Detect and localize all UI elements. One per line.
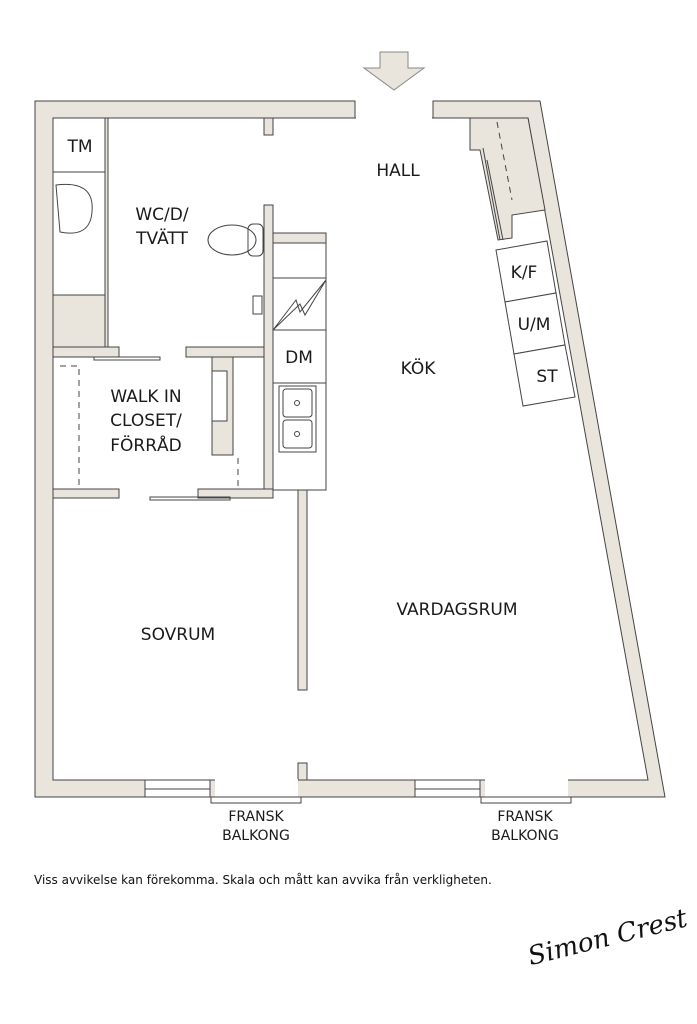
sliding-door — [93, 356, 161, 361]
kitchen-sink-icon — [278, 385, 317, 453]
wall — [185, 346, 266, 358]
balcony-opening — [215, 779, 298, 798]
storage-cabinet — [513, 344, 576, 407]
wc-left-wall — [104, 117, 109, 348]
stove-lightning-icon — [272, 279, 327, 331]
dishwasher — [272, 329, 327, 384]
balcony-label: FRANSK — [497, 809, 553, 825]
french-balcony — [480, 796, 572, 804]
counter-cell — [272, 242, 327, 279]
signature-logo: Simon Crest — [525, 903, 691, 972]
label-dm: DM — [285, 348, 313, 368]
room-label-hall: HALL — [376, 161, 420, 181]
wall — [52, 488, 120, 499]
wardrobe-door — [482, 147, 504, 241]
french-balcony — [210, 796, 302, 804]
balcony-label: BALKONG — [222, 828, 290, 844]
wardrobe-dashed-line — [496, 121, 513, 201]
room-label-closet: CLOSET/ — [110, 411, 182, 431]
label-kf: K/F — [511, 263, 538, 283]
wall-stub — [297, 762, 308, 781]
balcony-label: FRANSK — [228, 809, 284, 825]
wall — [263, 204, 274, 491]
sliding-door — [149, 496, 231, 501]
tap-icon — [252, 295, 263, 315]
wall — [297, 489, 308, 691]
balcony-opening — [485, 779, 568, 798]
wall — [197, 488, 274, 499]
disclaimer-text: Viss avvikelse kan förekomma. Skala och … — [34, 873, 492, 887]
room-label-wc: WC/D/ — [135, 205, 188, 225]
room-label-tm: TM — [66, 137, 92, 157]
wall — [272, 232, 327, 244]
room-label-sovrum: SOVRUM — [141, 625, 215, 645]
counter-cell — [272, 382, 327, 491]
closet-shelf — [211, 370, 228, 422]
sink-cabinet — [52, 171, 107, 296]
wall-block — [52, 294, 107, 348]
washbasin-icon — [55, 183, 93, 234]
closet-dashed-line — [60, 365, 80, 488]
tm-cabinet — [52, 117, 107, 173]
room-label-kok: KÖK — [401, 357, 437, 379]
room-label-closet: WALK IN — [110, 387, 181, 407]
toilet-icon — [207, 223, 264, 257]
room-label-closet: FÖRRÅD — [110, 434, 182, 456]
entrance-opening — [356, 100, 432, 119]
label-st: ST — [536, 367, 558, 387]
room-label-vardagsrum: VARDAGSRUM — [397, 600, 518, 620]
room-label-wc: TVÄTT — [135, 228, 188, 249]
wall — [52, 346, 120, 358]
entrance-arrow-icon — [362, 51, 426, 91]
signature-text: Simon Crest — [525, 903, 691, 972]
wall-stub — [263, 117, 274, 136]
balcony-label: BALKONG — [491, 828, 559, 844]
label-um: U/M — [518, 315, 551, 335]
